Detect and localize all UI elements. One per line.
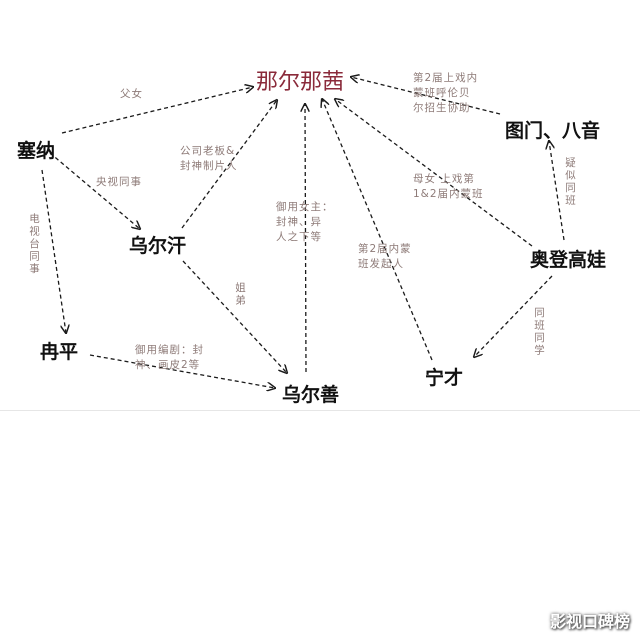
divider-line	[0, 410, 640, 411]
label-ningcai-center: 第2届内蒙 班发起人	[358, 243, 412, 270]
watermark: 影视口碑榜	[549, 612, 630, 631]
label-wuerhan-wuershan: 姐弟	[234, 282, 246, 307]
node-ranping: 冉平	[40, 341, 79, 363]
label-aodeng-tumen: 疑似同班	[564, 157, 576, 207]
label-ranping-wuershan: 御用编剧：封 神、画皮2等	[135, 344, 204, 371]
edge-ranping-wuershan	[89, 354, 275, 388]
node-ningcai: 宁才	[425, 367, 464, 389]
label-tumen-center: 第2届上戏内 蒙班呼伦贝 尔招生协助	[413, 72, 479, 114]
edge-ningcai-center	[322, 99, 433, 361]
node-center: 那尔那茜	[256, 70, 345, 95]
node-wuershan: 乌尔善	[282, 384, 340, 406]
label-aodeng-center: 母女 上戏第 1&2届内蒙班	[413, 173, 484, 200]
label-saina-ranping: 电视台同事	[28, 213, 40, 276]
edge-wuershan-center	[305, 104, 306, 373]
edge-saina-center	[61, 87, 253, 134]
edge-tumen-center	[351, 77, 501, 115]
edge-saina-wuerhan	[49, 152, 140, 229]
label-wuershan-center: 御用女主： 封神、异 人之下等	[276, 201, 334, 243]
node-tumen: 图门、八音	[505, 120, 601, 142]
edge-saina-ranping	[41, 169, 66, 333]
edge-aodeng-ningcai	[474, 275, 553, 357]
edge-aodeng-center	[335, 99, 533, 247]
label-saina-center: 父女	[120, 88, 143, 100]
label-saina-wuerhan: 央视同事	[96, 176, 142, 188]
label-aodeng-ningcai: 同班同学	[533, 307, 545, 357]
node-aodeng: 奥登高娃	[530, 249, 607, 271]
edge-wuerhan-center	[181, 100, 277, 229]
edge-wuerhan-wuershan	[182, 260, 287, 373]
node-wuerhan: 乌尔汗	[129, 235, 187, 257]
edge-aodeng-tumen	[549, 141, 565, 241]
label-wuerhan-center: 公司老板& 封神制片人	[180, 145, 238, 172]
node-saina: 塞纳	[17, 140, 56, 162]
